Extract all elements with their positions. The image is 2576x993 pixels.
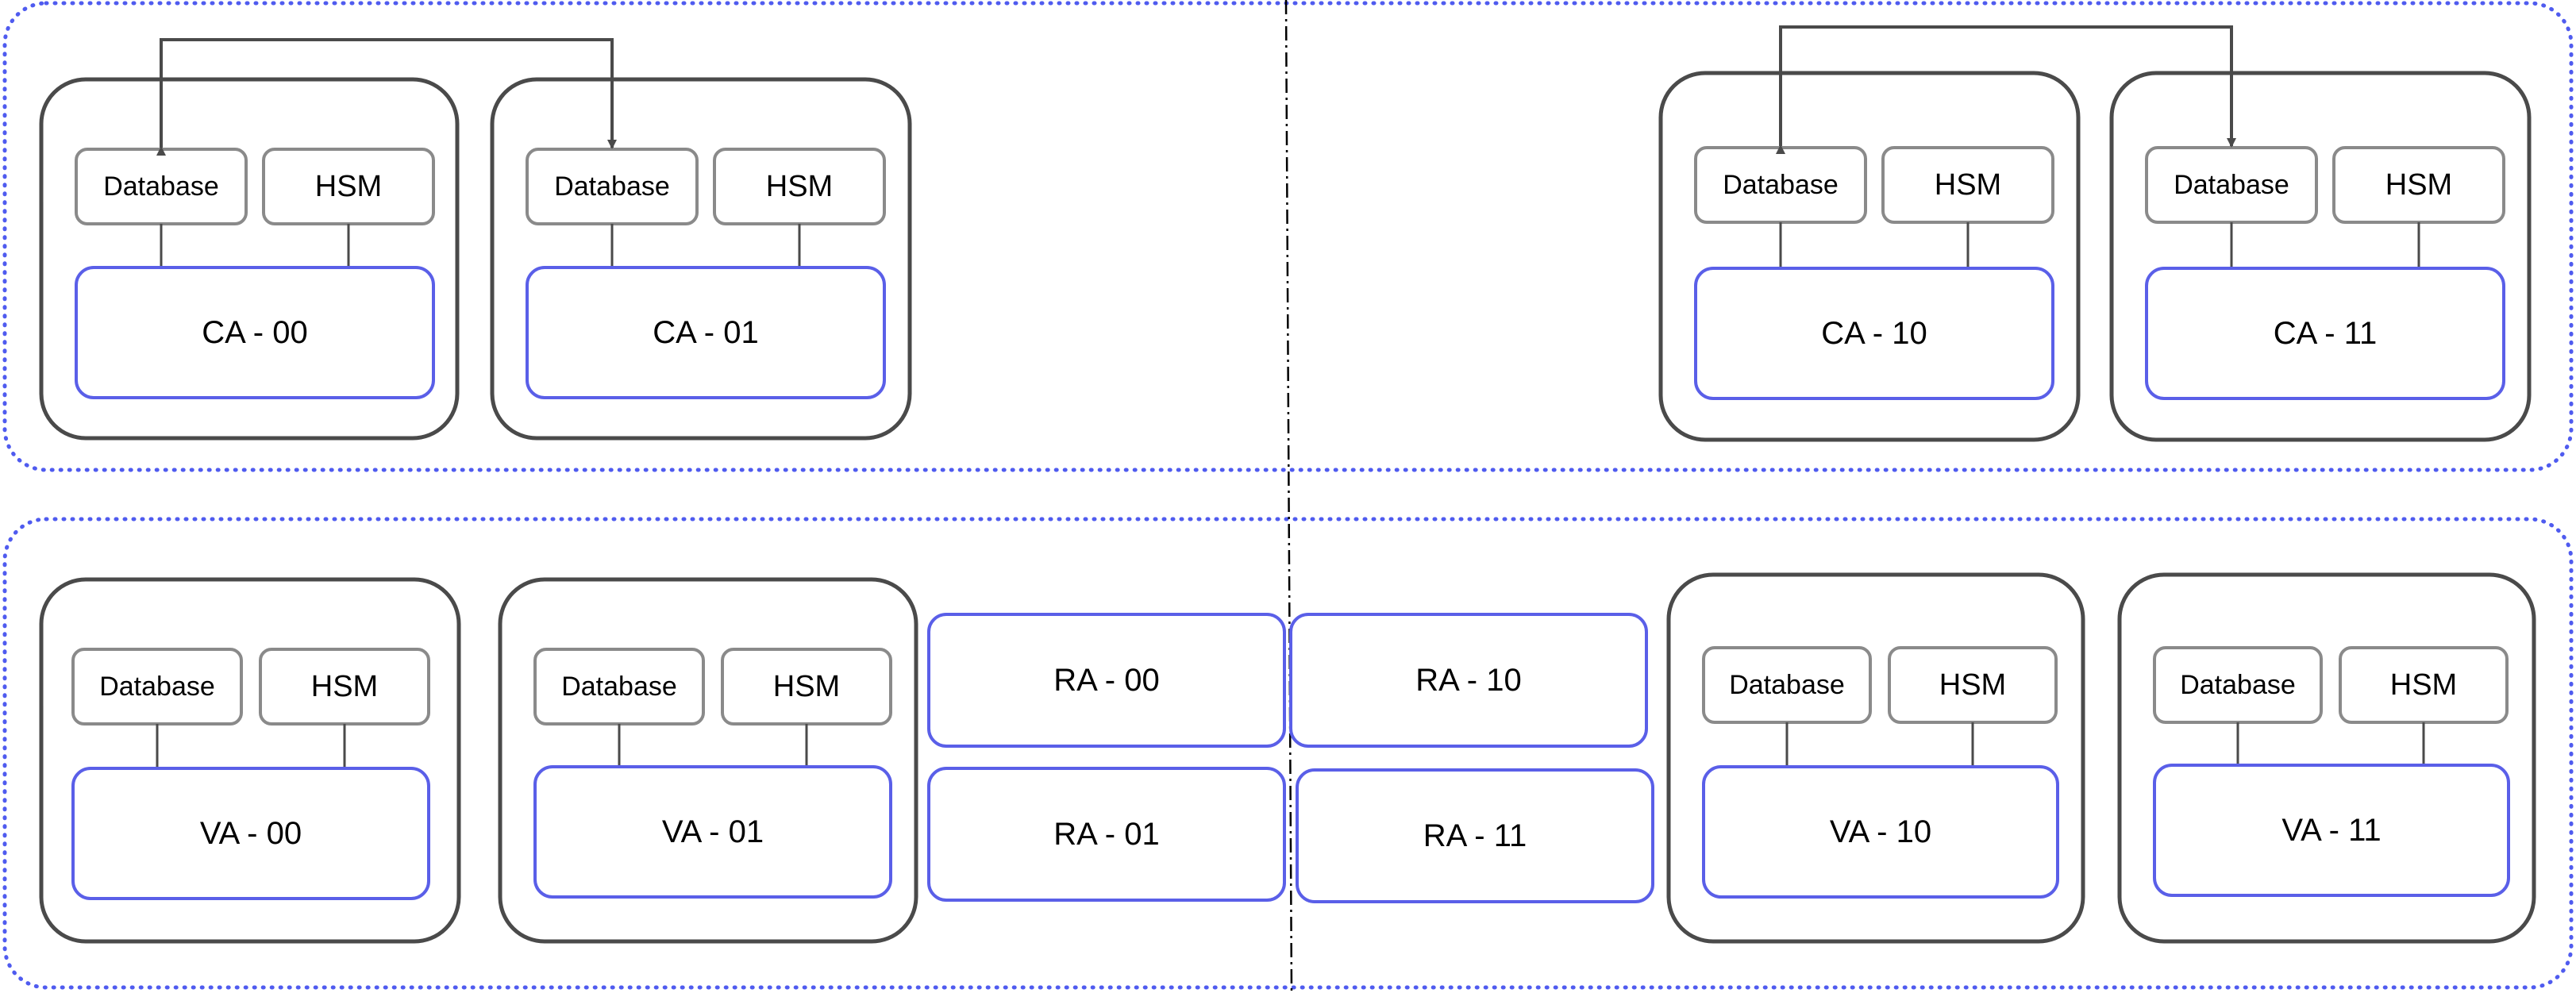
host-box [2117, 572, 2536, 944]
ra-service-label: RA - 10 [1415, 663, 1521, 698]
host-box [39, 77, 460, 441]
database-label: Database [561, 672, 677, 702]
hsm-label: HSM [766, 170, 833, 203]
va-host: Database HSM VA - 10 [1666, 572, 2085, 944]
va-service-box [1702, 765, 2059, 899]
ca-service-label: CA - 11 [2274, 316, 2377, 351]
ca-service-box [2145, 267, 2505, 400]
database-label: Database [1729, 670, 1845, 700]
database-label: Database [2174, 170, 2289, 200]
host-box [39, 577, 461, 944]
hsm-label: HSM [1939, 668, 2006, 702]
ca-host: Database HSM CA - 11 [2109, 71, 2532, 442]
hsm-label: HSM [2385, 168, 2452, 202]
database-label: Database [2180, 670, 2296, 700]
va-service-box [71, 767, 430, 900]
va-ra-zone [2, 517, 2574, 990]
database-label: Database [99, 672, 215, 702]
ca-service-box [526, 266, 886, 399]
va-service-box [533, 765, 892, 899]
ca-zone [2, 1, 2574, 472]
site-divider-line [1284, 0, 1293, 993]
ra-service-box [1296, 768, 1654, 903]
va-service-label: VA - 01 [662, 814, 764, 849]
ca-host: Database HSM CA - 01 [490, 77, 912, 441]
ca-service-box [1694, 267, 2054, 400]
database-label: Database [103, 171, 219, 202]
ra-service: RA - 01 [927, 767, 1286, 902]
va-host: Database HSM VA - 01 [498, 577, 918, 944]
host-box [490, 77, 912, 441]
ra-service-box [927, 767, 1286, 902]
host-box [2109, 71, 2532, 442]
ra-service: RA - 00 [927, 613, 1286, 748]
hsm-label: HSM [773, 670, 840, 703]
hsm-label: HSM [311, 670, 378, 703]
database-label: Database [1723, 170, 1839, 200]
ca-service-label: CA - 00 [202, 315, 307, 350]
ra-service-label: RA - 11 [1423, 818, 1527, 853]
va-service-label: VA - 10 [1830, 814, 1931, 849]
ca-host: Database HSM CA - 10 [1658, 71, 2081, 442]
ca-service-box [75, 266, 435, 399]
ca-service-label: CA - 01 [653, 315, 758, 350]
va-service-label: VA - 00 [200, 816, 302, 851]
hsm-label: HSM [1935, 168, 2001, 202]
va-service-box [2153, 764, 2510, 897]
host-box [1666, 572, 2085, 944]
ra-service-label: RA - 01 [1053, 817, 1159, 852]
host-box [1658, 71, 2081, 442]
va-host: Database HSM VA - 00 [39, 577, 461, 944]
hsm-label: HSM [315, 170, 382, 203]
database-label: Database [554, 171, 670, 202]
ra-service-box [927, 613, 1286, 748]
database-replication-arrow [1776, 25, 2236, 154]
host-box [498, 577, 918, 944]
ra-service-box [1289, 613, 1648, 748]
ra-service: RA - 10 [1289, 613, 1648, 748]
database-replication-arrow [156, 38, 617, 156]
ca-service-label: CA - 10 [1821, 316, 1927, 351]
va-service-label: VA - 11 [2281, 813, 2381, 848]
ra-service: RA - 11 [1296, 768, 1654, 903]
hsm-label: HSM [2390, 668, 2457, 702]
ca-host: Database HSM CA - 00 [39, 77, 460, 441]
va-host: Database HSM VA - 11 [2117, 572, 2536, 944]
ra-service-label: RA - 00 [1053, 663, 1159, 698]
